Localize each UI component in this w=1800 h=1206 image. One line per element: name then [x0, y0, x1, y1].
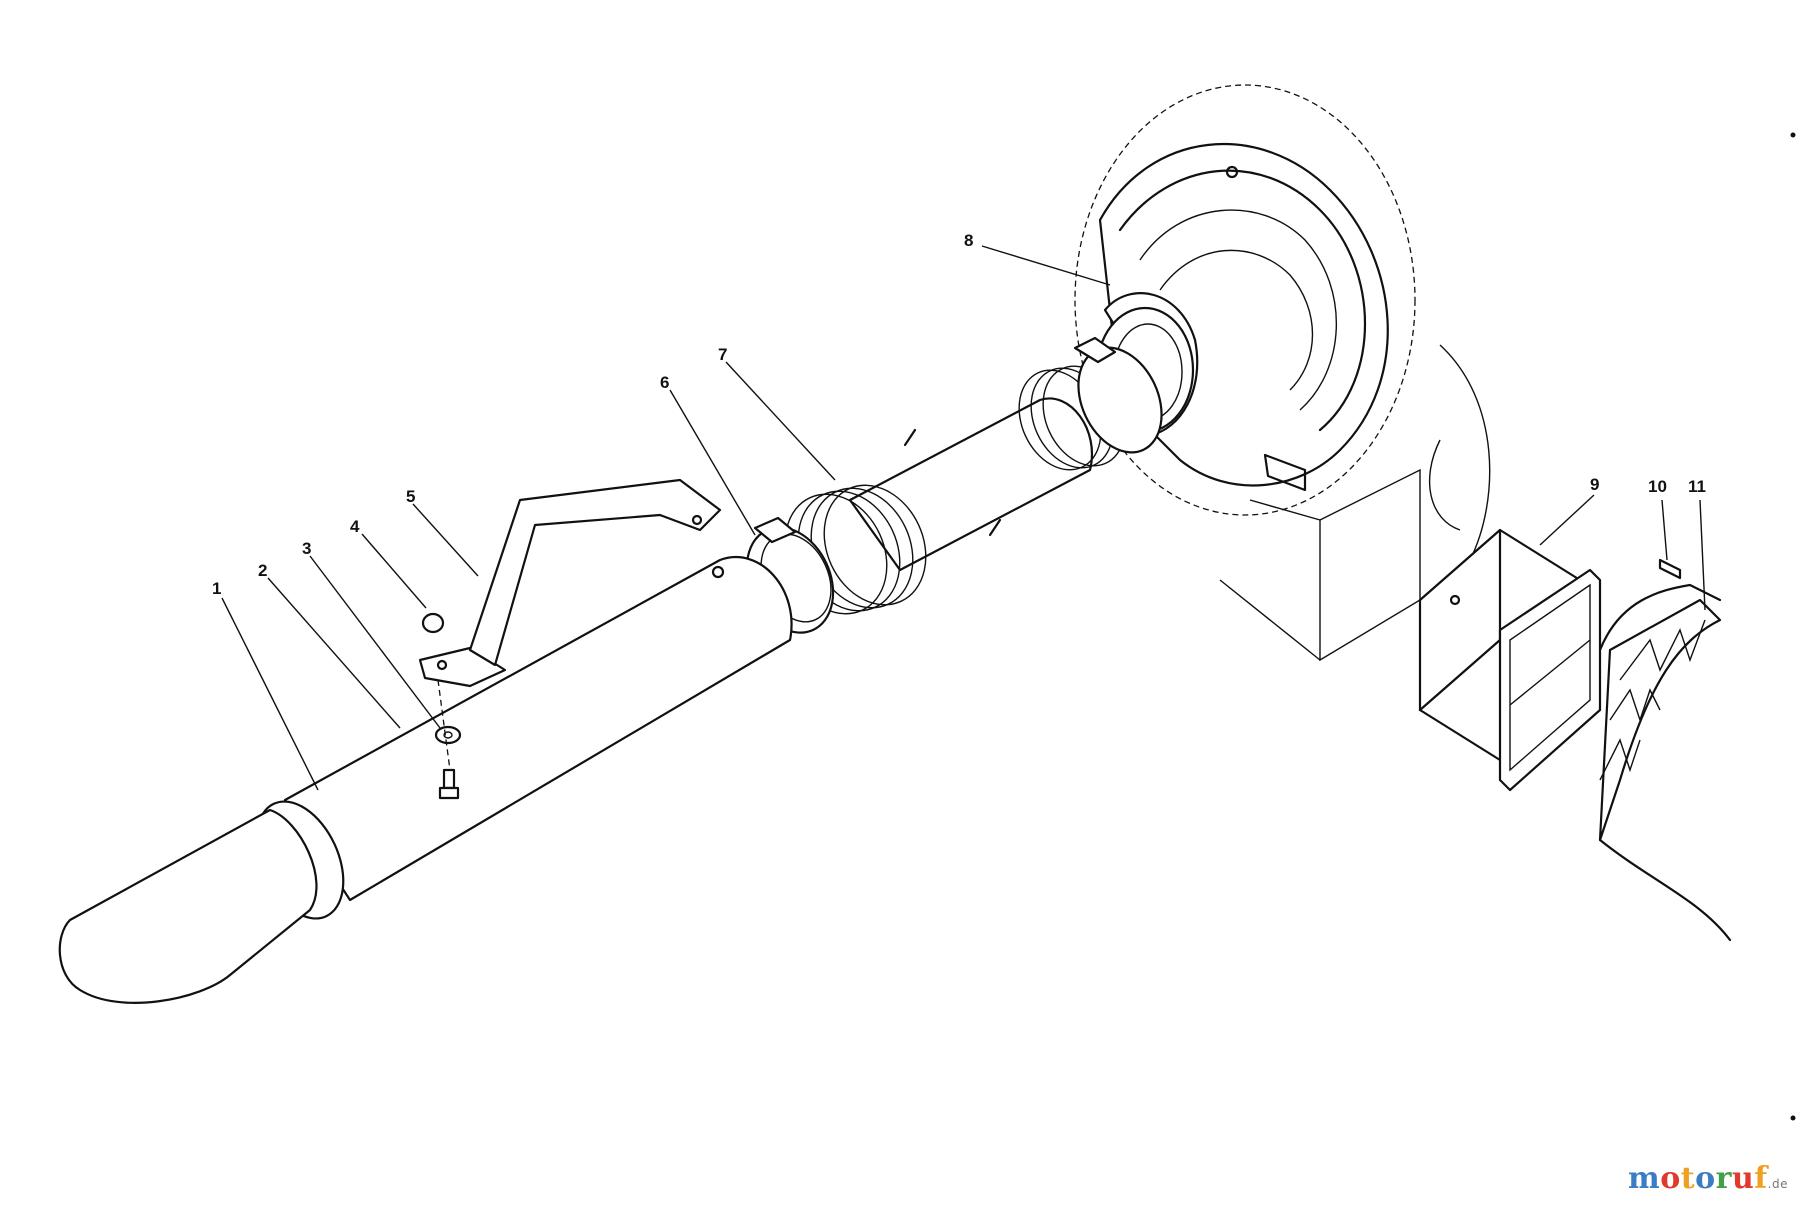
watermark-letter: o	[1695, 1161, 1716, 1196]
callout-10: 10	[1648, 477, 1667, 496]
watermark-letter: o	[1660, 1161, 1681, 1196]
watermark-letter: m	[1628, 1161, 1661, 1196]
watermark-text: motoruf	[1628, 1161, 1768, 1196]
edge-marks	[1790, 132, 1796, 1121]
part-10-clip	[1658, 558, 1682, 580]
chute-outline	[1219, 468, 1421, 662]
part-9-adapter	[1418, 528, 1602, 792]
callout-11: 11	[1688, 477, 1706, 496]
callout-2: 2	[258, 561, 267, 580]
watermark-letter: f	[1754, 1161, 1768, 1196]
callout-8: 8	[964, 231, 973, 250]
callout-9: 9	[1590, 475, 1599, 494]
callout-7: 7	[718, 345, 727, 364]
part-5-bracket	[418, 478, 722, 688]
bolt-axis-line	[437, 679, 451, 771]
part-4-nut	[421, 612, 445, 634]
part-1-tube	[58, 556, 793, 1004]
hose-clamp-upper	[1073, 336, 1163, 454]
watermark-letter: t	[1680, 1161, 1696, 1196]
watermark-letter: u	[1731, 1161, 1755, 1196]
watermark-suffix: .de	[1767, 1177, 1788, 1191]
leader-lines	[221, 245, 1706, 791]
callout-5: 5	[406, 487, 415, 506]
watermark-logo: motoruf.de	[1628, 1161, 1788, 1196]
part-2-bolt	[438, 768, 460, 800]
part-11-bag	[1598, 583, 1732, 942]
callout-labels: 1 2 3 4 5 6 7 8 9 10 11	[212, 231, 1706, 598]
part-3-washer	[434, 725, 462, 745]
callout-4: 4	[350, 517, 360, 536]
watermark-letter: r	[1715, 1161, 1732, 1196]
callout-6: 6	[660, 373, 669, 392]
callout-1: 1	[212, 579, 221, 598]
part-8-housing	[1074, 84, 1491, 561]
callout-3: 3	[302, 539, 311, 558]
